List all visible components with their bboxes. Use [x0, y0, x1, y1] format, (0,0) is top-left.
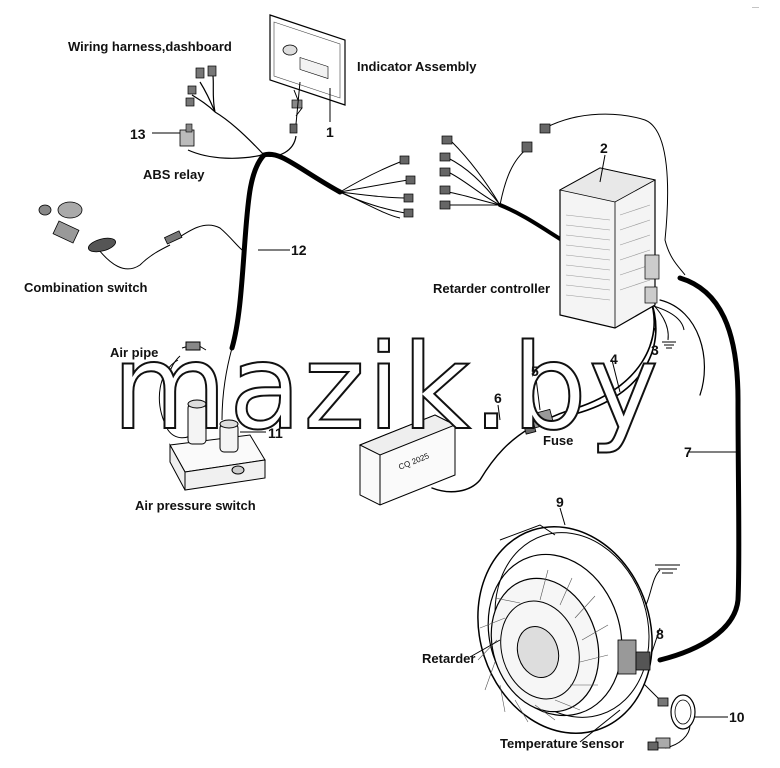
air-pipe-line: [158, 347, 233, 439]
callout-6: 6: [494, 390, 502, 406]
watermark: mazik.by: [111, 318, 661, 456]
main-harness: [229, 151, 343, 351]
callout-4: 4: [610, 351, 618, 367]
label-retarder: Retarder: [422, 651, 476, 666]
callout-13: 13: [130, 126, 146, 142]
retarder-unit: [477, 524, 653, 735]
controller-connectors: [439, 123, 551, 210]
label-wiring-harness: Wiring harness,dashboard: [68, 39, 232, 54]
label-abs-relay: ABS relay: [143, 167, 205, 182]
combination-switch-wire: [94, 224, 246, 270]
harness-connectors: [185, 65, 217, 107]
callout-10: 10: [729, 709, 745, 725]
middle-fanout: [339, 161, 409, 219]
label-air-pipe: Air pipe: [110, 345, 159, 360]
temperature-sensor: [647, 694, 696, 751]
callout-12: 12: [291, 242, 307, 258]
fuse: [523, 408, 554, 435]
combination-switch: [38, 201, 183, 253]
callout-7: 7: [684, 444, 692, 460]
air-pressure-switch: [169, 341, 266, 491]
label-temperature-sensor: Temperature sensor: [500, 736, 625, 751]
label-combination-switch: Combination switch: [24, 280, 148, 295]
callout-3: 3: [651, 342, 659, 358]
cq-box: [358, 414, 457, 506]
cable-7: [657, 275, 742, 663]
label-fuse: Fuse: [543, 433, 574, 448]
label-retarder-controller: Retarder controller: [433, 281, 551, 296]
callout-2: 2: [600, 140, 608, 156]
retarder-controller-unit: [558, 167, 660, 329]
controller-fanout: [447, 113, 686, 276]
callout-9: 9: [556, 494, 564, 510]
dashboard-branches: [187, 75, 297, 159]
callout-1: 1: [326, 124, 334, 140]
leader-lines: [152, 88, 738, 743]
callout-11: 11: [268, 425, 283, 441]
corner-mark: —: [752, 4, 759, 11]
label-indicator-assembly: Indicator Assembly: [357, 59, 477, 74]
abs-relay: [179, 123, 195, 147]
callout-5: 5: [531, 363, 539, 379]
middle-connectors: [399, 155, 416, 218]
callout-8: 8: [656, 626, 664, 642]
indicator-assembly: [269, 14, 346, 134]
label-air-pressure-switch: Air pressure switch: [135, 498, 256, 513]
